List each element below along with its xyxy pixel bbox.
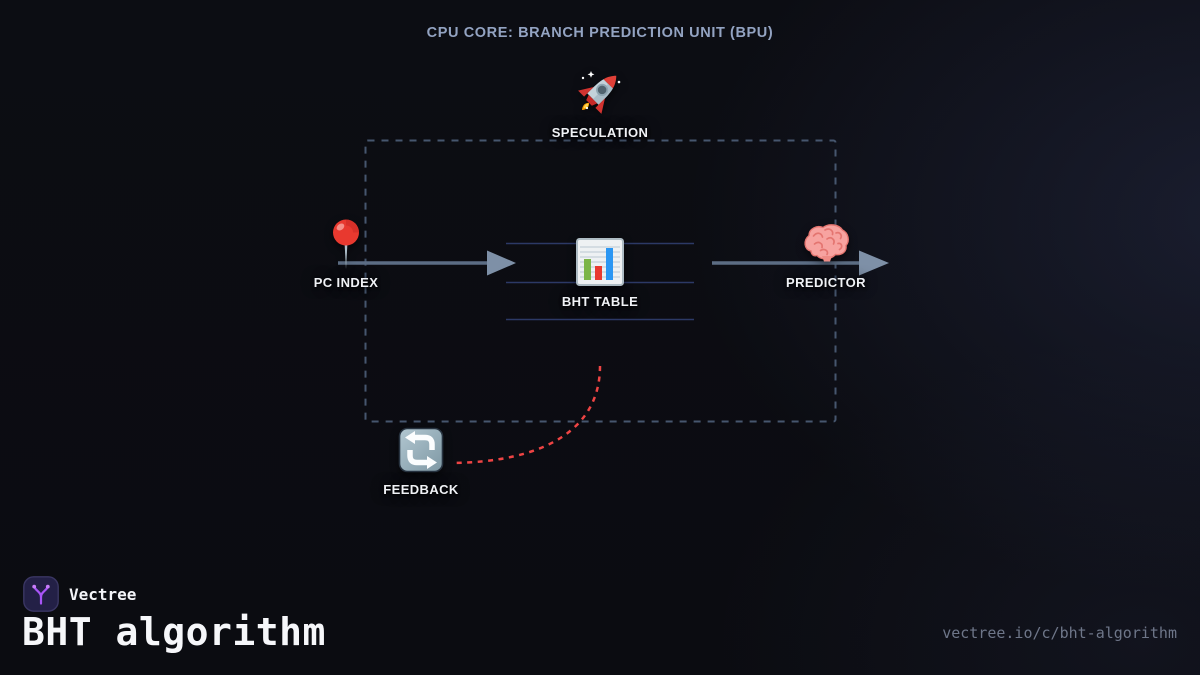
bht-table-label: BHT TABLE: [561, 294, 639, 309]
predictor-label: PREDICTOR: [786, 275, 866, 290]
feedback-dashed-curve: [451, 365, 602, 465]
rocket-icon: [574, 66, 626, 123]
brand-name: Vectree: [69, 584, 137, 604]
arrow-pcindex-to-bht: [338, 250, 516, 276]
footer-page-title: BHT algorithm: [22, 610, 326, 654]
repeat-arrows-icon: [398, 427, 444, 478]
feedback-label: FEEDBACK: [383, 482, 459, 497]
bar-chart-icon: [576, 238, 624, 291]
pushpin-icon: [328, 216, 364, 275]
brand-row: Vectree: [23, 576, 136, 612]
speculation-label: SPECULATION: [551, 125, 649, 140]
pc-index-label: PC INDEX: [313, 275, 379, 290]
footer-url[interactable]: vectree.io/c/bht-algorithm: [942, 624, 1177, 642]
arrow-bht-to-predictor: [712, 250, 889, 276]
brain-icon: [801, 221, 851, 270]
vectree-logo-icon: [23, 576, 59, 612]
bpu-dashed-box: [364, 139, 837, 423]
page-title: CPU CORE: BRANCH PREDICTION UNIT (BPU): [426, 25, 774, 41]
